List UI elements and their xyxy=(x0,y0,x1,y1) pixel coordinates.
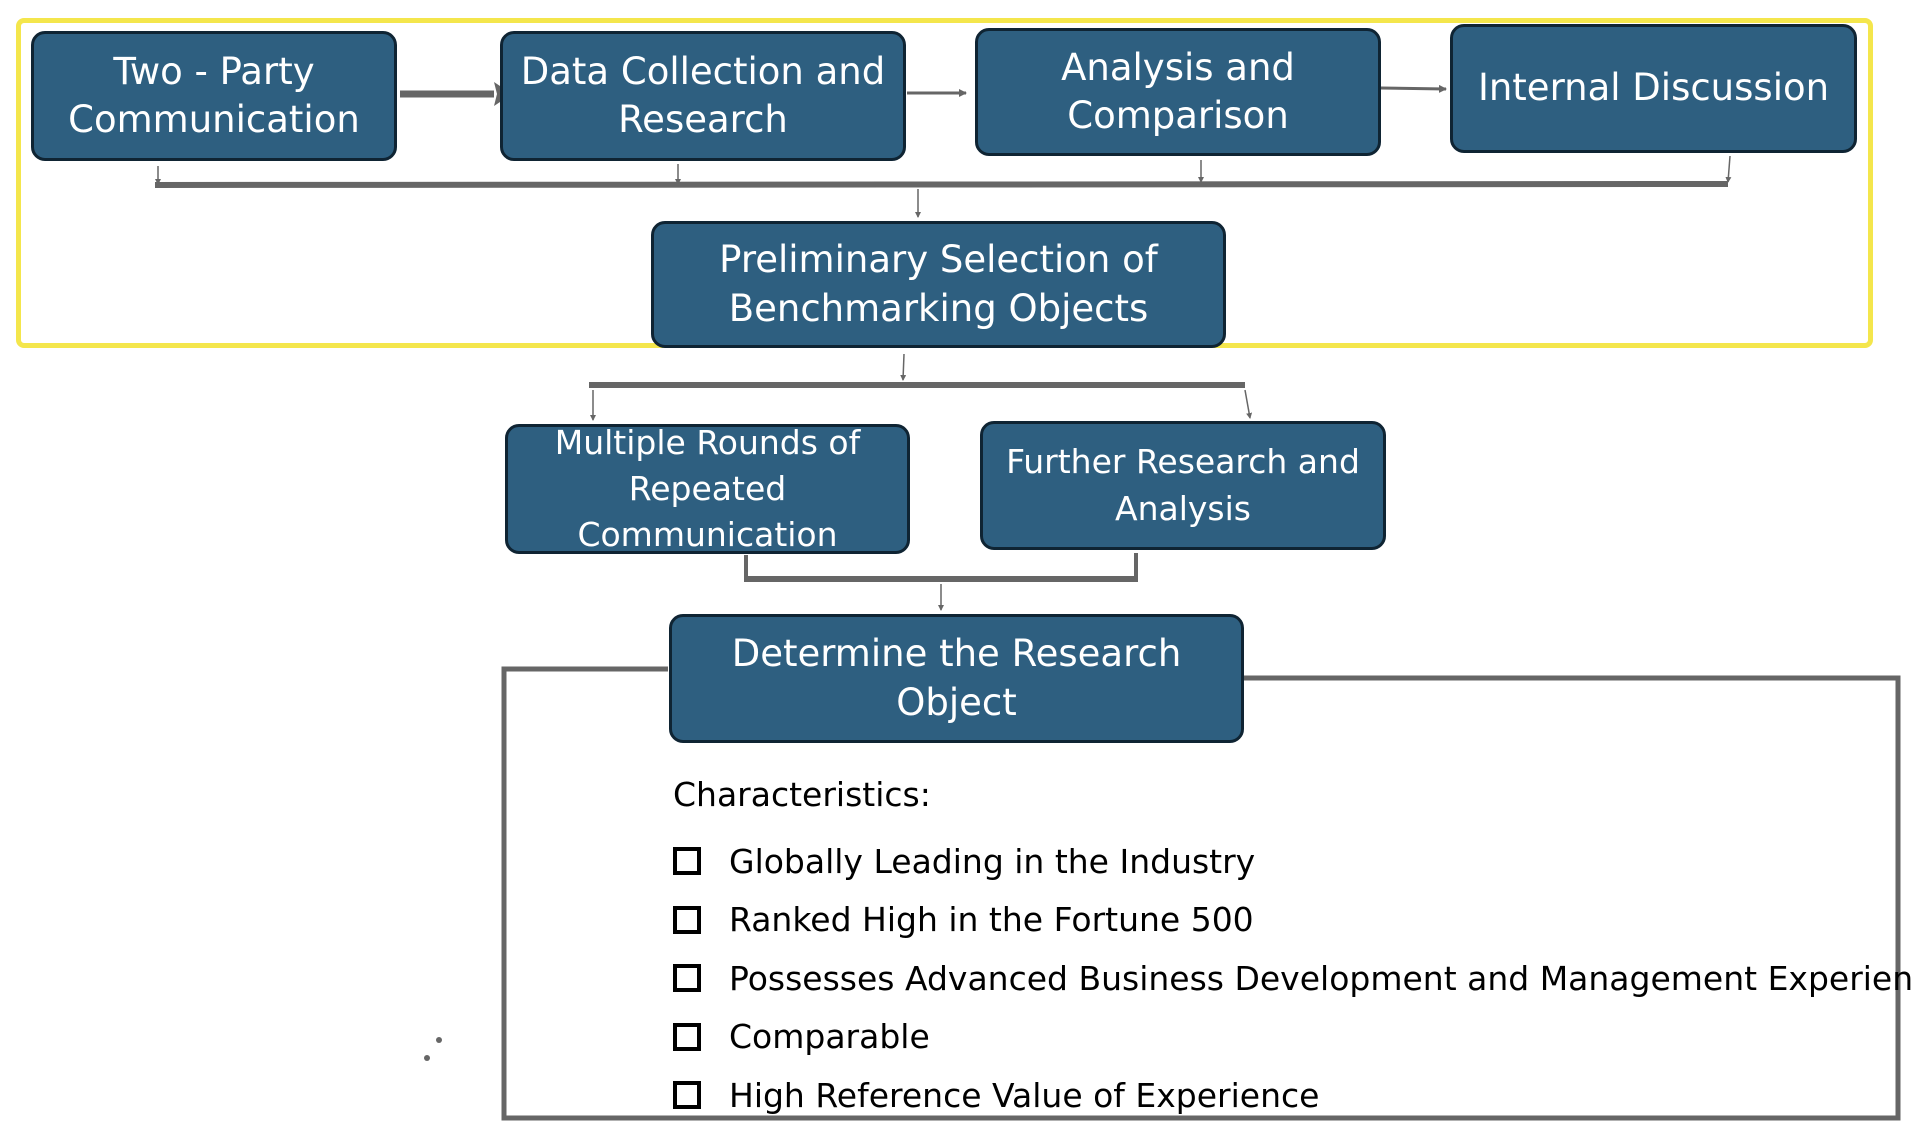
node-label: Determine the Research Object xyxy=(731,632,1182,724)
stray-dot xyxy=(436,1037,442,1043)
node-label: Analysis and Comparison xyxy=(1061,45,1295,137)
node-two-party-communication: Two - Party Communication xyxy=(31,31,397,161)
node-label: Further Research and Analysis xyxy=(1006,442,1360,528)
list-item: Globally Leading in the Industry xyxy=(673,832,1912,891)
characteristics-list: Globally Leading in the Industry Ranked … xyxy=(673,832,1912,1125)
checkbox-square-icon xyxy=(673,905,701,934)
arrow-analysis-to-internal xyxy=(1380,84,1447,93)
node-multiple-rounds: Multiple Rounds of Repeated Communicatio… xyxy=(505,423,910,554)
tick-further xyxy=(1244,389,1253,419)
list-item: Possesses Advanced Business Development … xyxy=(673,949,1912,1008)
list-item: High Reference Value of Experience xyxy=(673,1066,1912,1125)
node-label: Multiple Rounds of Repeated Communicatio… xyxy=(554,422,861,555)
node-determine-research-object: Determine the Research Object xyxy=(669,614,1244,743)
node-analysis-comparison: Analysis and Comparison xyxy=(975,28,1381,156)
characteristic-text: Comparable xyxy=(729,1017,930,1057)
node-label: Preliminary Selection of Benchmarking Ob… xyxy=(719,238,1158,330)
list-item: Ranked High in the Fortune 500 xyxy=(673,891,1912,950)
characteristic-text: Globally Leading in the Industry xyxy=(729,841,1256,881)
stray-dot xyxy=(424,1055,430,1061)
drop-from-preliminary xyxy=(900,353,907,381)
checkbox-square-icon xyxy=(673,1022,701,1051)
characteristics-frame xyxy=(501,666,1901,1121)
node-internal-discussion: Internal Discussion xyxy=(1450,24,1857,153)
node-preliminary-selection: Preliminary Selection of Benchmarking Ob… xyxy=(651,221,1226,348)
node-label: Two - Party Communication xyxy=(68,49,360,141)
node-label: Data Collection and Research xyxy=(520,49,886,141)
characteristic-text: Possesses Advanced Business Development … xyxy=(729,958,1912,998)
list-item: Comparable xyxy=(673,1008,1912,1067)
checkbox-square-icon xyxy=(673,847,701,876)
node-label: Internal Discussion xyxy=(1477,66,1830,110)
characteristic-text: High Reference Value of Experience xyxy=(729,1075,1320,1115)
node-further-research: Further Research and Analysis xyxy=(980,421,1386,550)
checkbox-square-icon xyxy=(673,1081,701,1110)
tick-internal xyxy=(1725,155,1732,183)
characteristics-title: Characteristics: xyxy=(673,775,931,814)
node-data-collection-research: Data Collection and Research xyxy=(500,31,906,161)
bar-top xyxy=(154,181,1729,188)
characteristic-text: Ranked High in the Fortune 500 xyxy=(729,900,1254,940)
checkbox-square-icon xyxy=(673,964,701,993)
